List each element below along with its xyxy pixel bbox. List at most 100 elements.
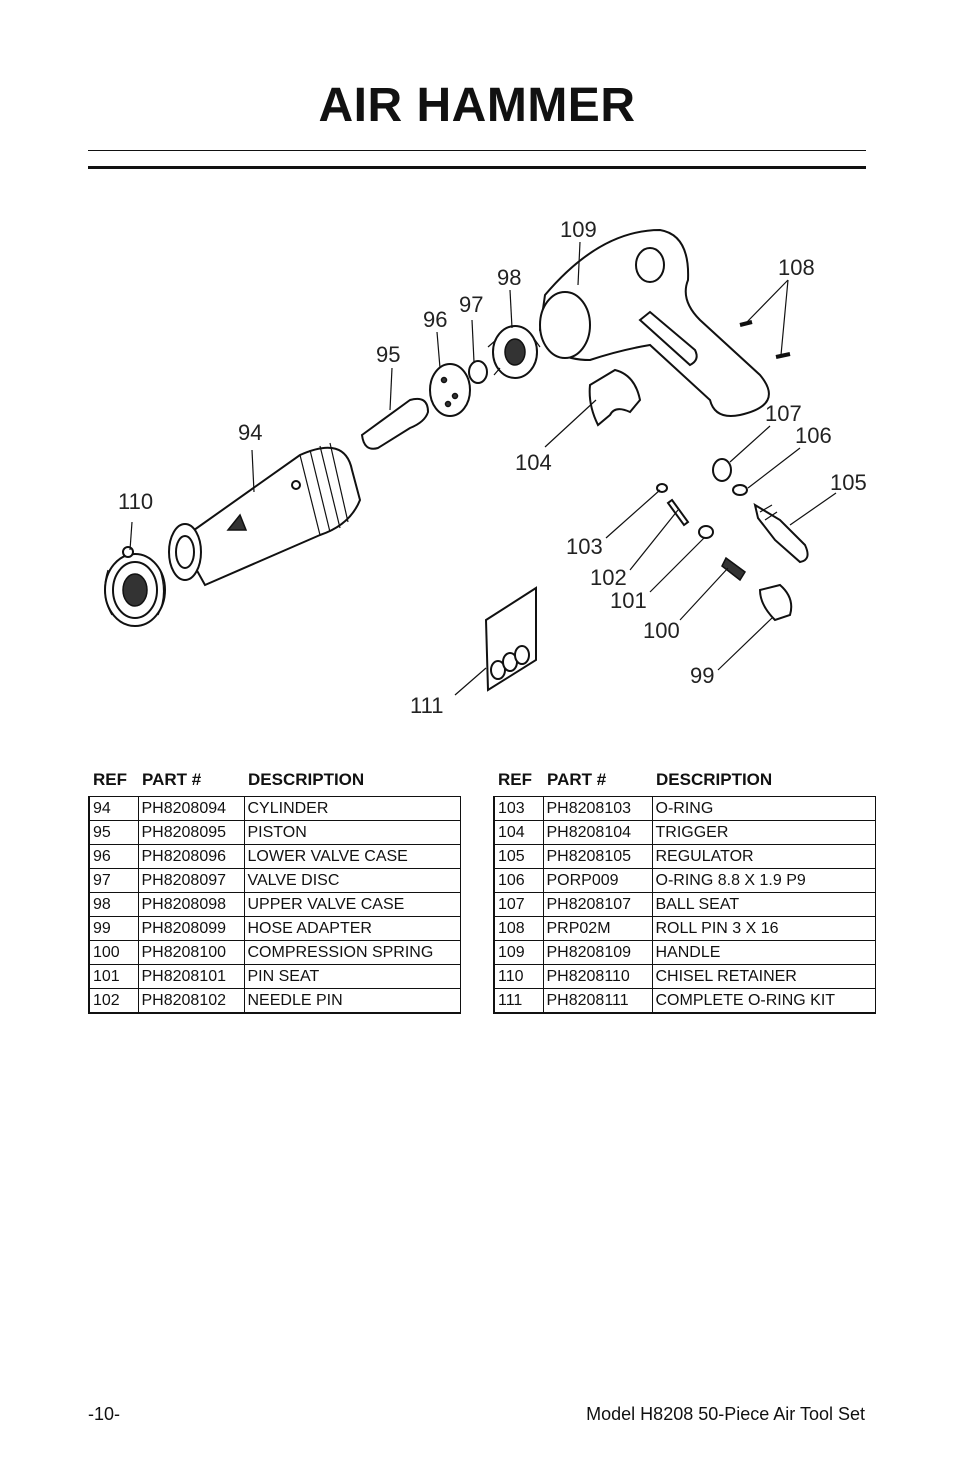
lower-valve-case-drawing [429,363,471,417]
part-number-cell: PH8208100 [137,940,245,965]
part-number-cell: PH8208104 [542,820,653,845]
page-number: -10- [88,1404,121,1424]
part-number-cell: PH8208095 [137,820,245,845]
exploded-parts-diagram: 94 95 96 97 98 99 100 101 102 103 104 10… [104,217,867,718]
ref-cell: 95 [88,820,139,845]
hose-adapter-drawing [758,583,793,622]
ref-cell: 104 [493,820,544,845]
part-number-cell: PH8208098 [137,892,245,917]
ref-cell: 102 [88,988,139,1014]
ref-cell: 103 [493,796,544,821]
description-cell: BALL SEAT [651,892,876,917]
callout-98: 98 [497,265,521,290]
roll-pin-drawing [775,352,791,359]
ref-cell: 96 [88,844,139,869]
ref-cell: 94 [88,796,139,821]
header-description: DESCRIPTION [248,770,365,789]
description-cell: HOSE ADAPTER [243,916,461,941]
ref-cell: 98 [88,892,139,917]
ref-cell: 97 [88,868,139,893]
ref-cell: 107 [493,892,544,917]
callout-99: 99 [690,663,714,688]
header-ref: REF [498,770,532,789]
part-number-cell: PH8208109 [542,940,653,965]
description-cell: HANDLE [651,940,876,965]
ref-cell: 99 [88,916,139,941]
description-cell: COMPRESSION SPRING [243,940,461,965]
callout-108: 108 [778,255,815,280]
callout-103: 103 [566,534,603,559]
leader-lines [129,241,837,696]
callout-100: 100 [643,618,680,643]
ref-cell: 101 [88,964,139,989]
compression-spring-drawing [721,556,747,582]
callout-111: 111 [410,693,443,718]
description-cell: TRIGGER [651,820,876,845]
callout-109: 109 [560,217,597,242]
ref-cell: 106 [493,868,544,893]
description-cell: VALVE DISC [243,868,461,893]
callout-95: 95 [376,342,400,367]
regulator-drawing [753,502,809,564]
part-number-cell: PORP009 [542,868,653,893]
description-cell: CHISEL RETAINER [651,964,876,989]
page-title: AIR HAMMER [318,79,636,132]
o-ring-106-drawing [732,484,748,496]
part-number-cell: PRP02M [542,916,653,941]
ref-cell: 109 [493,940,544,965]
cylinder-drawing [168,442,362,587]
description-cell: O-RING [651,796,876,821]
ref-cell: 111 [493,988,544,1014]
part-number-cell: PH8208096 [137,844,245,869]
header-part: PART # [547,770,607,789]
part-number-cell: PH8208107 [542,892,653,917]
header-part: PART # [142,770,202,789]
piston-drawing [360,397,430,450]
part-number-cell: PH8208110 [542,964,653,989]
description-cell: PISTON [243,820,461,845]
callout-94: 94 [238,420,262,445]
description-cell: REGULATOR [651,844,876,869]
ref-cell: 105 [493,844,544,869]
description-cell: CYLINDER [243,796,461,821]
callout-105: 105 [830,470,867,495]
header-ref: REF [93,770,127,789]
pin-seat-drawing [698,525,714,539]
description-cell: UPPER VALVE CASE [243,892,461,917]
valve-disc-drawing [468,360,488,384]
title-rule-thick [88,166,866,169]
callout-97: 97 [459,292,483,317]
o-ring-kit-bag-drawing [484,586,537,692]
header-description: DESCRIPTION [656,770,773,789]
callout-104: 104 [515,450,552,475]
handle-drawing [538,228,770,417]
ref-cell: 100 [88,940,139,965]
description-cell: NEEDLE PIN [243,988,461,1014]
callout-labels: 94 95 96 97 98 99 100 101 102 103 104 10… [118,217,867,718]
callout-96: 96 [423,307,447,332]
part-number-cell: PH8208099 [137,916,245,941]
title-rule-thin [88,150,866,151]
part-number-cell: PH8208111 [542,988,653,1014]
chisel-retainer-drawing [104,546,166,627]
model-caption: Model H8208 50-Piece Air Tool Set [586,1404,865,1424]
part-number-cell: PH8208097 [137,868,245,893]
